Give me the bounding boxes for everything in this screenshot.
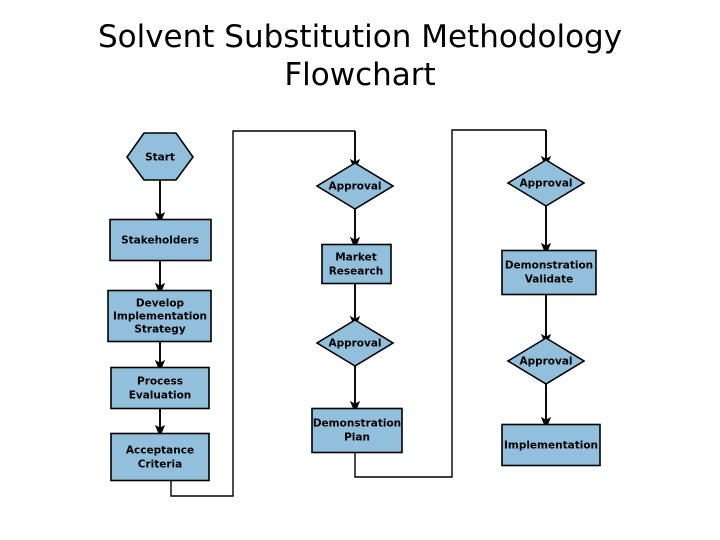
node-approval-2-label: Approval <box>328 338 381 350</box>
demo-validate-rect-shape <box>501 249 597 296</box>
approval-4-diamond-shape <box>506 337 586 385</box>
node-approval-4-label: Approval <box>519 356 572 368</box>
node-demo-plan[interactable]: Demonstration Plan <box>311 407 403 454</box>
node-approval-2[interactable]: Approval <box>315 319 395 367</box>
acceptance-rect-shape <box>110 432 210 482</box>
page-title-line-1: Solvent Substitution Methodology <box>97 19 623 55</box>
node-acceptance-label: Acceptance <box>126 445 194 457</box>
node-process-eval[interactable]: Process Evaluation <box>110 366 210 410</box>
node-demo-validate-label-2: Validate <box>525 274 574 286</box>
develop-strategy-rect-shape <box>107 289 212 343</box>
node-process-eval-label: Process <box>137 376 183 388</box>
approval-3-diamond-shape <box>506 159 586 207</box>
node-stakeholders-label: Stakeholders <box>121 235 199 247</box>
edge-acceptance-to-approval-1 <box>170 130 355 497</box>
node-process-eval-label-2: Evaluation <box>129 390 192 402</box>
approval-2-diamond-shape <box>315 319 395 367</box>
node-approval-4[interactable]: Approval <box>506 337 586 385</box>
demo-plan-rect-shape <box>311 407 403 454</box>
edge-demo-plan-to-approval-3 <box>354 129 546 478</box>
node-develop-strategy-label-3: Strategy <box>134 324 186 336</box>
approval-1-diamond-shape <box>315 162 395 210</box>
node-acceptance-label-2: Criteria <box>138 459 183 471</box>
node-demo-validate-label: Demonstration <box>505 260 593 272</box>
node-acceptance[interactable]: Acceptance Criteria <box>110 432 210 482</box>
node-approval-1-label: Approval <box>328 181 381 193</box>
start-hexagon-shape <box>126 132 194 181</box>
node-demo-plan-label: Demonstration <box>313 418 401 430</box>
connector-layer <box>154 129 552 497</box>
page-title: Solvent Substitution Methodology Flowcha… <box>0 18 720 94</box>
node-approval-3[interactable]: Approval <box>506 159 586 207</box>
node-approval-1[interactable]: Approval <box>315 162 395 210</box>
node-approval-3-label: Approval <box>519 178 572 190</box>
node-implementation-label: Implementation <box>504 440 598 452</box>
node-market-research-label: Market <box>335 252 377 264</box>
implementation-rect-shape <box>501 423 601 467</box>
node-implementation[interactable]: Implementation <box>501 423 601 467</box>
market-research-rect-shape <box>321 243 392 285</box>
node-develop-strategy-label: Develop <box>136 298 185 310</box>
page-title-line-2: Flowchart <box>284 57 436 93</box>
node-develop-strategy-label-2: Implementation <box>113 311 207 323</box>
node-start[interactable]: Start <box>126 132 194 181</box>
node-stakeholders[interactable]: Stakeholders <box>109 218 212 262</box>
node-start-label: Start <box>145 152 175 164</box>
process-eval-rect-shape <box>110 366 210 410</box>
node-market-research[interactable]: Market Research <box>321 243 392 285</box>
node-demo-plan-label-2: Plan <box>344 432 370 444</box>
node-develop-strategy[interactable]: Develop Implementation Strategy <box>107 289 212 343</box>
stakeholders-rect-shape <box>109 218 212 262</box>
node-demo-validate[interactable]: Demonstration Validate <box>501 249 597 296</box>
node-market-research-label-2: Research <box>329 266 384 278</box>
